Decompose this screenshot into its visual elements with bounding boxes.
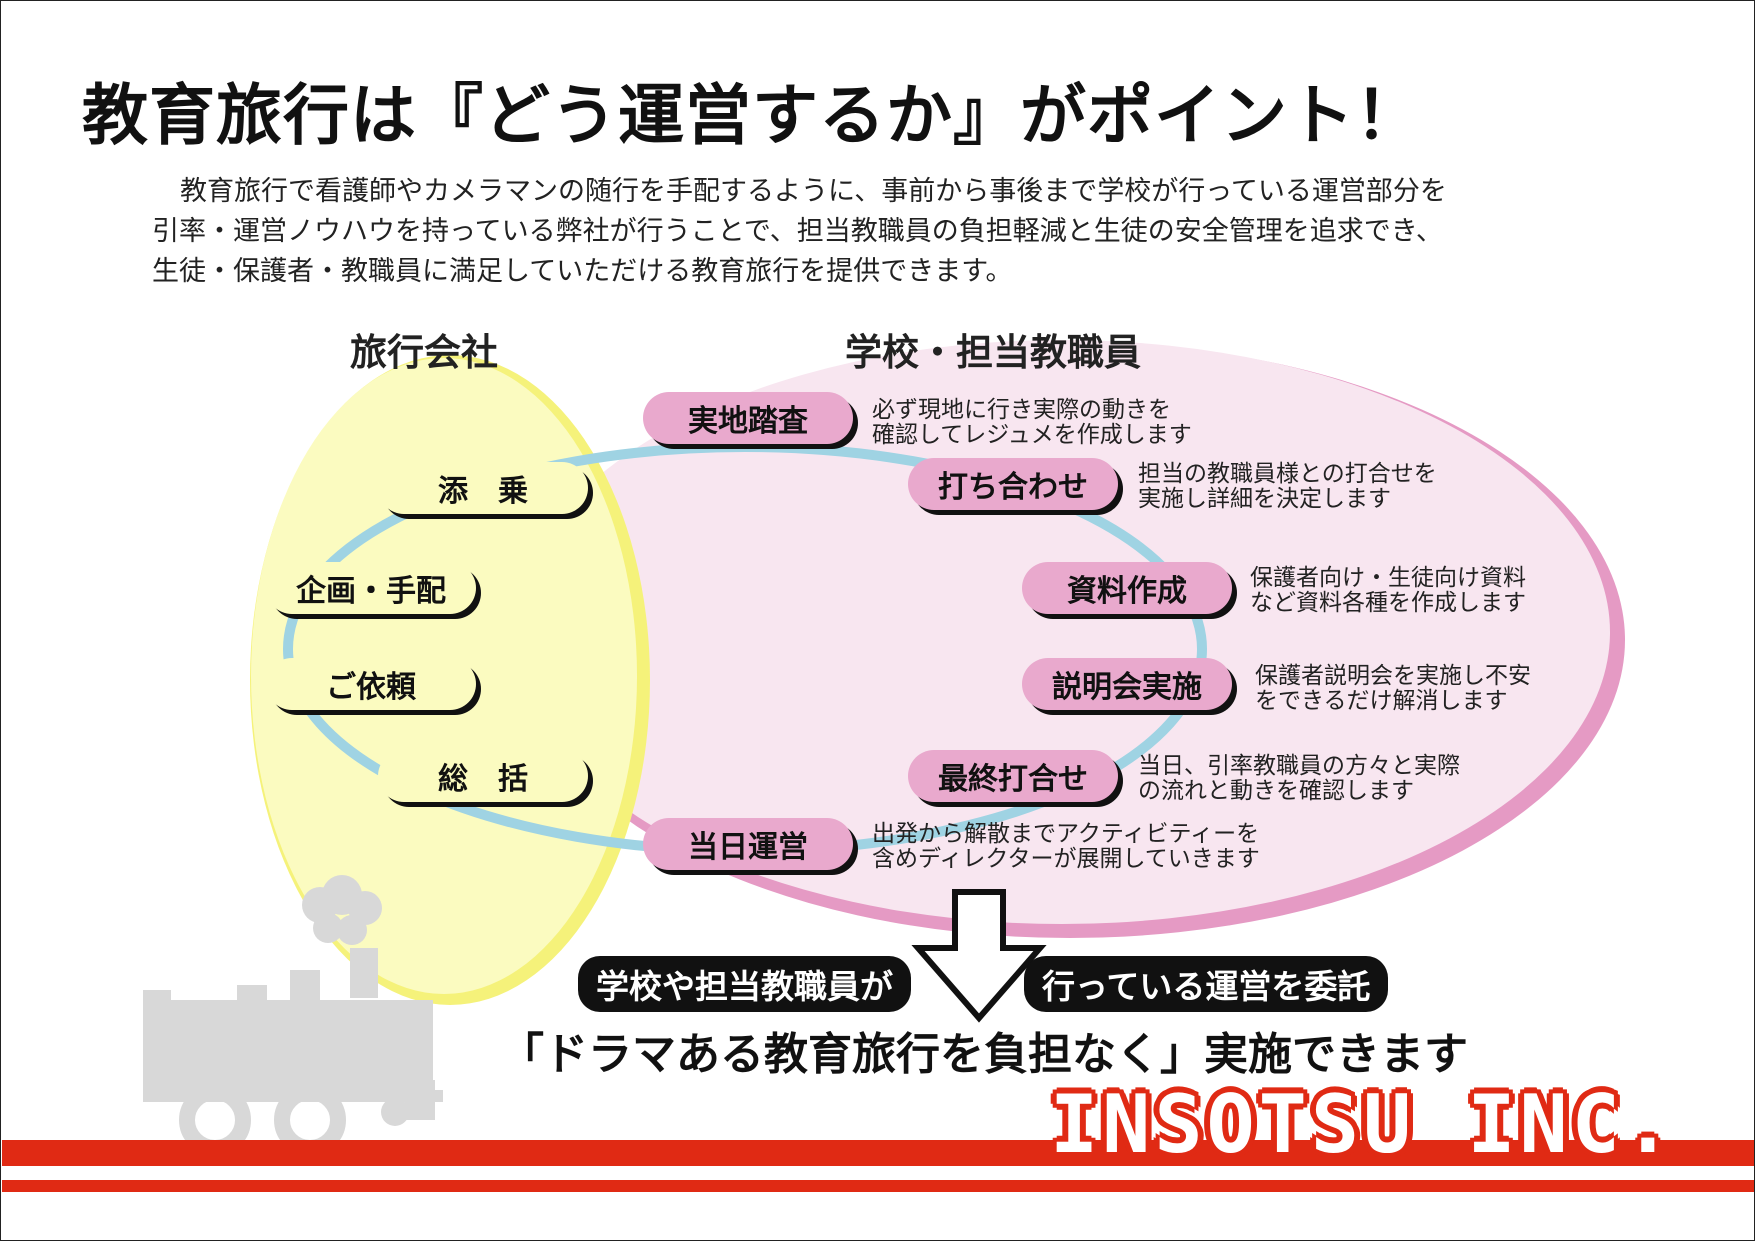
- intro-text: 教育旅行で看護師やカメラマンの随行を手配するように、事前から事後まで学校が行って…: [152, 172, 1612, 292]
- school-step-pill: 最終打合せ: [908, 750, 1118, 802]
- school-step-desc: 保護者説明会を実施し不安 をできるだけ解消します: [1255, 663, 1531, 714]
- travel-company-heading: 旅行会社: [350, 331, 498, 374]
- school-step-pill: 打ち合わせ: [908, 458, 1118, 510]
- intro-line: 引率・運営ノウハウを持っている弊社が行うことで、担当教職員の負担軽減と生徒の安全…: [152, 216, 1443, 247]
- travel-step-pill: ご依頼: [266, 658, 476, 710]
- travel-step-pill: 企画・手配: [266, 562, 476, 614]
- arrow-right-label: 行っている運営を委託: [1024, 956, 1389, 1012]
- down-arrow-icon: [911, 889, 1047, 1023]
- arrow-left-label: 学校や担当教職員が: [578, 956, 911, 1012]
- school-ellipse: [514, 340, 1610, 924]
- school-step-desc: 必ず現地に行き実際の動きを 確認してレジュメを作成します: [872, 397, 1192, 448]
- company-logo: INSOTSU INC.: [1050, 1078, 1676, 1171]
- red-stripe-top: [2, 1140, 1754, 1166]
- school-heading: 学校・担当教職員: [845, 331, 1141, 374]
- red-stripe-bottom: [2, 1180, 1754, 1192]
- intro-line: 教育旅行で看護師やカメラマンの随行を手配するように、事前から事後まで学校が行って…: [180, 176, 1447, 207]
- intro-line: 生徒・保護者・教職員に満足していただける教育旅行を提供できます。: [152, 256, 1013, 287]
- school-step-desc: 出発から解散までアクティビティーを 含めディレクターが展開していきます: [872, 821, 1260, 872]
- travel-step-pill: 添 乗: [378, 462, 588, 514]
- steam-train-icon: [143, 875, 443, 1156]
- school-step-desc: 保護者向け・生徒向け資料 など資料各種を作成します: [1250, 565, 1526, 616]
- school-step-pill: 当日運営: [643, 818, 853, 870]
- travel-step-pill: 総 括: [378, 750, 588, 802]
- school-step-pill: 資料作成: [1022, 562, 1232, 614]
- page-title: 教育旅行は『どう運営するか』がポイント！: [82, 77, 1422, 154]
- result-message: 「ドラマある教育旅行を負担なく」実施できます: [500, 1029, 1468, 1080]
- school-step-pill: 実地踏査: [643, 392, 853, 444]
- school-step-desc: 当日、引率教職員の方々と実際 の流れと動きを確認します: [1138, 753, 1460, 804]
- school-step-desc: 担当の教職員様との打合せを 実施し詳細を決定します: [1138, 461, 1437, 512]
- school-step-pill: 説明会実施: [1022, 658, 1232, 710]
